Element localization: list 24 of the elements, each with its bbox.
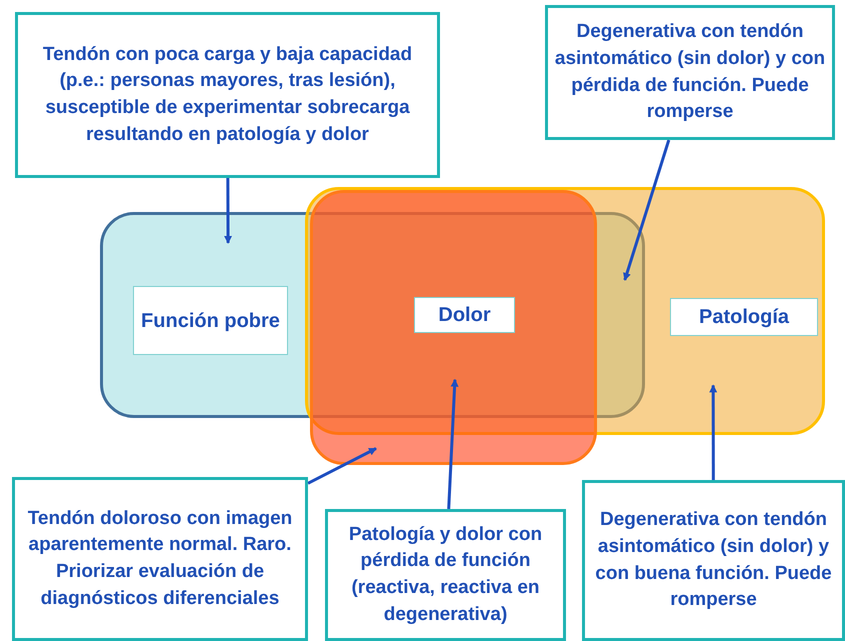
arrow [307, 447, 377, 485]
set-label [133, 286, 288, 355]
callout-text: Degenerativa con tendón asintomático (sin dolor) y con pérdida de función. Puede romperse [554, 20, 826, 124]
arrow [623, 140, 670, 281]
callout-text: Patología y dolor con pérdida de función (reactiva, reactiva en degenerativa) [348, 522, 544, 627]
arrow [447, 378, 459, 510]
pathology-region [305, 187, 825, 435]
set-name: Función pobre [141, 308, 280, 334]
arrow [709, 384, 718, 480]
callout-text: Degenerativa con tendón asintomático (sin dolor) y con buena función. Puede romperse [594, 508, 833, 612]
set-name: Dolor [438, 303, 491, 328]
callout-box [325, 509, 566, 641]
set-name: Patología [698, 305, 789, 330]
set-label [670, 298, 818, 336]
arrow [224, 178, 232, 244]
callout-box [12, 477, 308, 641]
pain-region [310, 190, 597, 465]
function-region [100, 212, 645, 418]
set-label [414, 297, 515, 333]
callout-text: Tendón con poca carga y baja capacidad (p.e.: personas mayores, tras lesión), susceptible de experimentar sobrecarga resultando en patología y dolor [42, 42, 414, 147]
callout-text: Tendón doloroso con imagen aparentemente normal. Raro. Priorizar evaluación de diagnósticos diferenciales [26, 506, 294, 611]
callout-box [545, 5, 835, 140]
callout-box [15, 12, 440, 178]
callout-box [582, 480, 845, 641]
